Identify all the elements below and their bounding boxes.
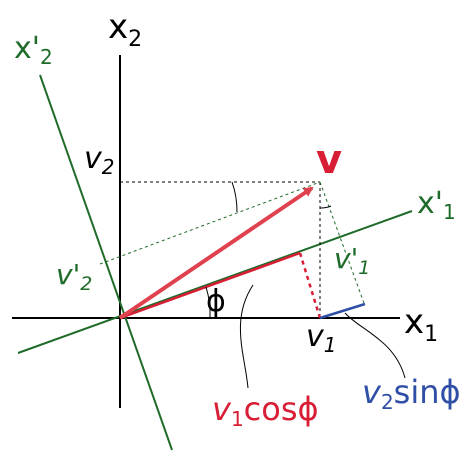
x2-axis-label: x2	[108, 7, 142, 52]
v1-prime-dashed-guide	[319, 181, 366, 307]
v2-prime-label: v'2	[56, 258, 92, 295]
x2-prime-axis-label: x'2	[14, 31, 53, 69]
v2-prime-dashed-guide	[99, 181, 321, 265]
right-angle-arc	[319, 205, 332, 209]
top-angle-arc	[231, 181, 238, 213]
vector-v	[118, 186, 314, 320]
vector-v-label: v	[316, 137, 342, 183]
x1-prime-axis-label: x'1	[417, 186, 456, 224]
v1-prime-label: v'1	[334, 242, 370, 279]
v1cos-label: v1cosϕ	[212, 390, 319, 431]
v2-label: v2	[84, 141, 115, 179]
x1-axis-label: x1	[404, 302, 438, 347]
phi-label: ϕ	[206, 284, 226, 319]
phi-angle-arc	[205, 286, 211, 319]
x2-prime-axis	[39, 74, 173, 451]
v1cos-perpendicular	[298, 252, 322, 319]
v2sin-leader	[344, 312, 406, 379]
v1cos-leader	[239, 284, 254, 389]
v2sin-label: v2sinϕ	[362, 373, 461, 414]
v2sin-segment	[319, 302, 366, 320]
v1cos-projection	[119, 251, 301, 320]
v1-label: v1	[306, 319, 337, 357]
x1-prime-axis	[17, 210, 413, 354]
